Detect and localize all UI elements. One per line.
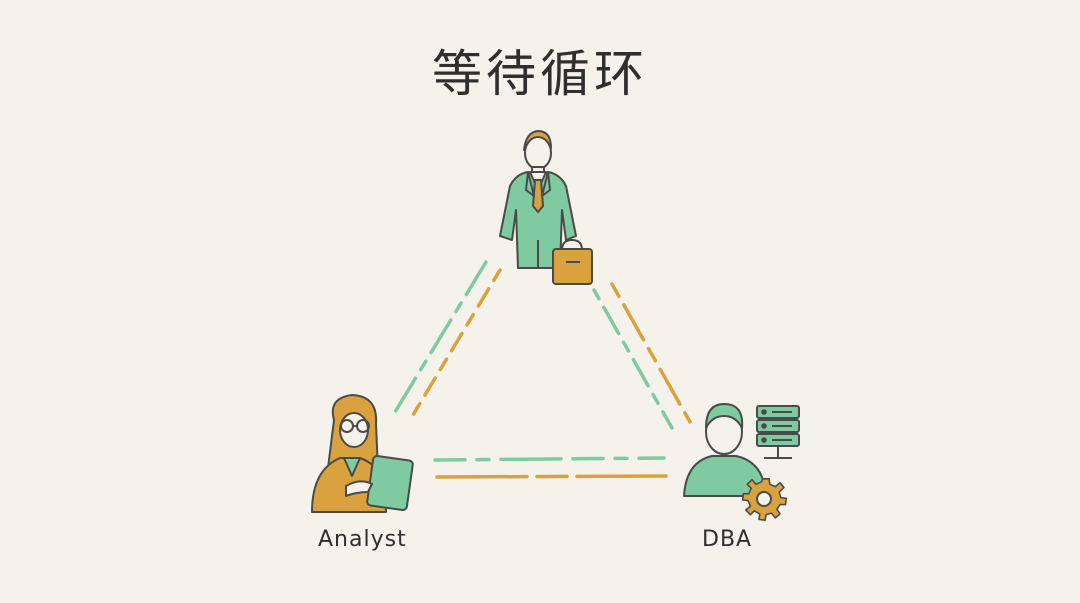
server-icon [757, 406, 799, 458]
dba-label: DBA [702, 527, 752, 552]
connector-manager-analyst [395, 262, 500, 420]
dba-figure [684, 404, 799, 520]
analyst-figure [312, 395, 413, 512]
gear-icon [743, 479, 787, 520]
tablet-icon [367, 455, 414, 510]
manager-figure [500, 131, 592, 284]
connector-manager-dba [594, 284, 690, 428]
analyst-label: Analyst [318, 527, 407, 552]
connector-analyst-dba [435, 458, 666, 477]
